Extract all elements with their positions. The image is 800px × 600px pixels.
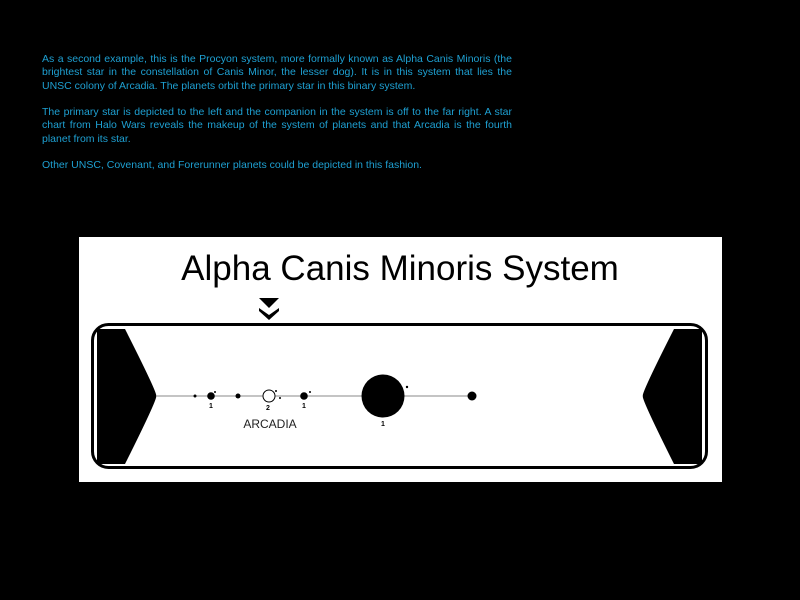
chevron-down-icon [259,298,279,320]
planet-1 [193,394,197,398]
planet-2 [207,391,216,400]
arcadia-label: ARCADIA [243,417,296,431]
planet-5 [300,391,311,400]
system-diagram-svg: Alpha Canis Minoris System 1 2 ARCADIA 1… [91,249,708,469]
intro-text: As a second example, this is the Procyon… [42,53,512,186]
moon-count: 1 [381,421,385,428]
planet-3 [235,393,241,399]
intro-paragraph: The primary star is depicted to the left… [42,106,512,145]
planet-outer [467,391,477,401]
moon-count: 1 [209,403,213,410]
system-diagram: Alpha Canis Minoris System 1 2 ARCADIA 1… [79,237,722,482]
moon-count: 2 [266,405,270,412]
planet-arcadia [262,389,281,403]
system-frame [91,323,708,469]
diagram-title: Alpha Canis Minoris System [181,249,619,288]
planet-gas-giant [361,374,409,418]
intro-paragraph: Other UNSC, Covenant, and Forerunner pla… [42,159,422,172]
moon-count: 1 [302,403,306,410]
companion-star [642,329,702,464]
primary-star [97,329,157,464]
intro-paragraph: As a second example, this is the Procyon… [42,53,512,92]
